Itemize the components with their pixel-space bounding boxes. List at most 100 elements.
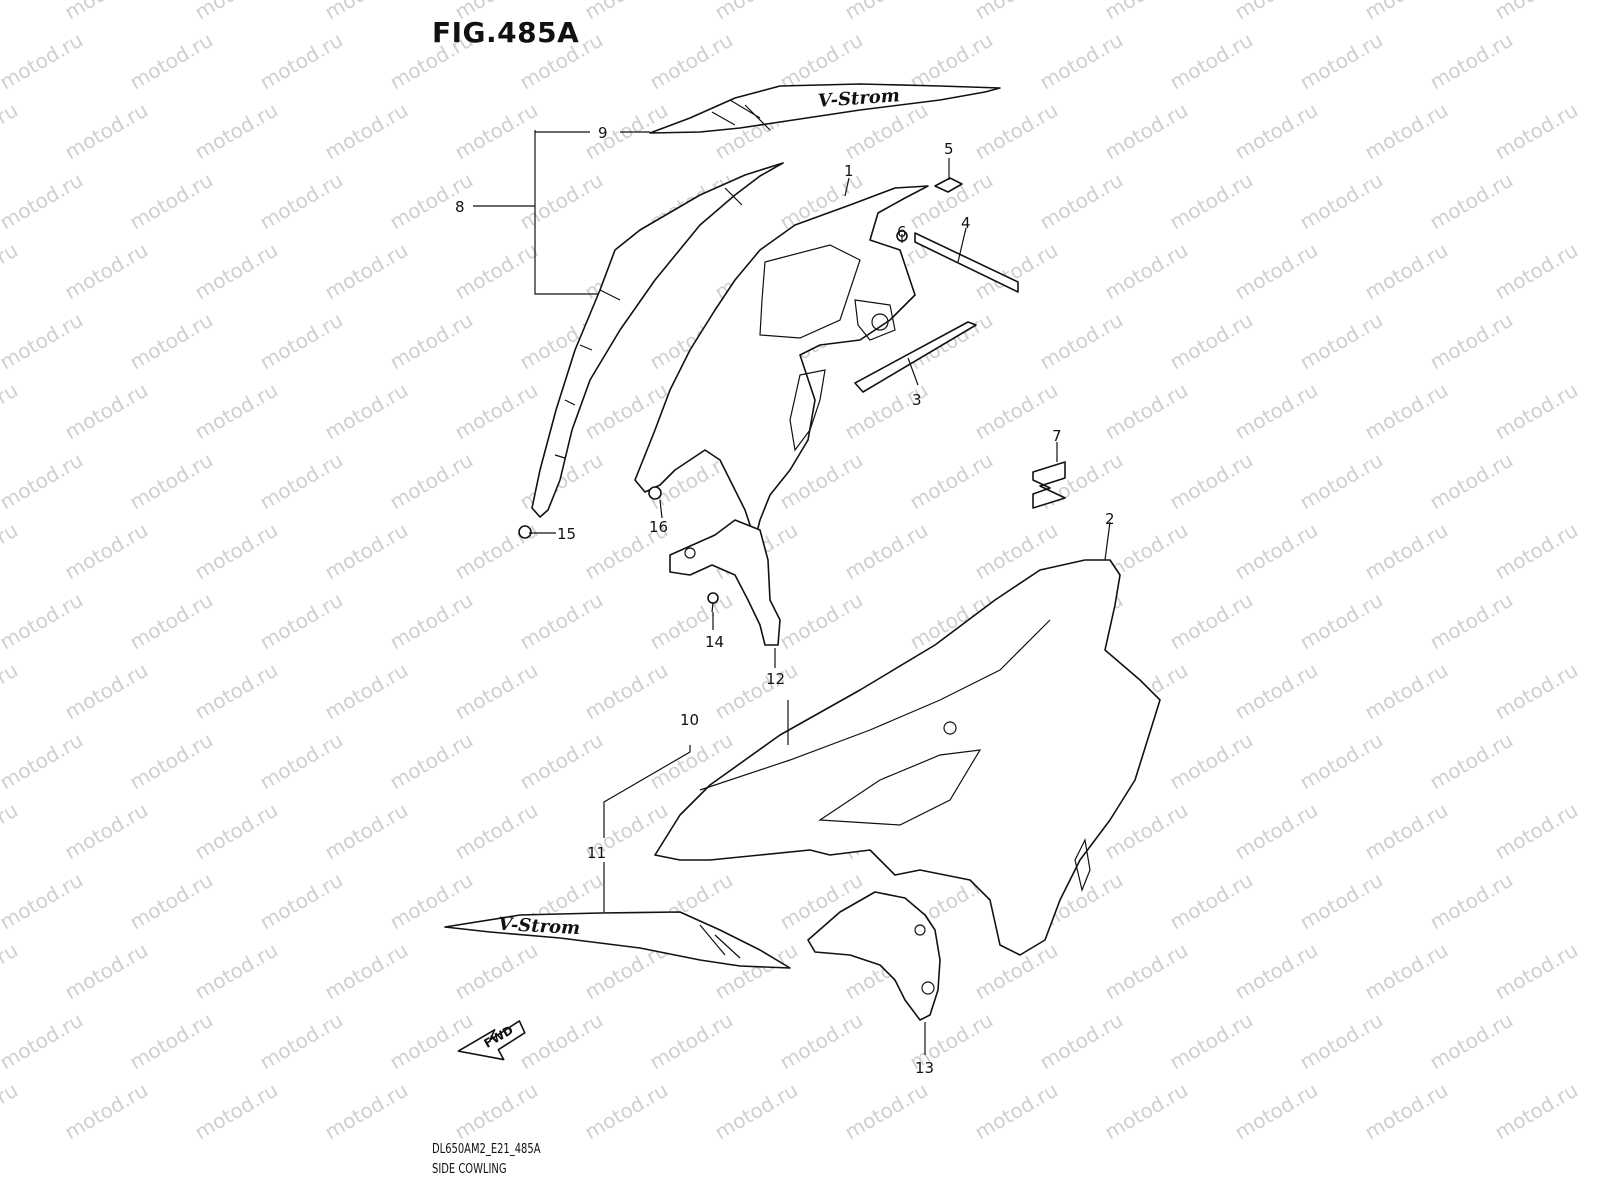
- watermark-text: motod.ru: [841, 518, 932, 585]
- part-5-pad: [934, 177, 963, 193]
- watermark-text: motod.ru: [451, 98, 542, 165]
- watermark-text: motod.ru: [191, 98, 282, 165]
- watermark-text: motod.ru: [1491, 938, 1582, 1005]
- watermark-text: motod.ru: [386, 728, 477, 795]
- watermark-text: motod.ru: [321, 798, 412, 865]
- part-15-clip: [518, 525, 532, 539]
- watermark-text: motod.ru: [61, 98, 152, 165]
- watermark-text: motod.ru: [1101, 378, 1192, 445]
- watermark-text: motod.ru: [0, 378, 22, 445]
- watermark-text: motod.ru: [451, 798, 542, 865]
- watermark-text: motod.ru: [906, 448, 997, 515]
- part-7-emblem: [1032, 461, 1066, 509]
- watermark-text: motod.ru: [1036, 308, 1127, 375]
- watermark-text: motod.ru: [1426, 588, 1517, 655]
- watermark-text: motod.ru: [1101, 98, 1192, 165]
- watermark-text: motod.ru: [321, 1078, 412, 1145]
- watermark-text: motod.ru: [1296, 28, 1387, 95]
- part-12-bracket: [669, 519, 781, 646]
- watermark-text: motod.ru: [0, 518, 22, 585]
- watermark-text: motod.ru: [1296, 308, 1387, 375]
- watermark-text: motod.ru: [0, 1008, 87, 1075]
- watermark-text: motod.ru: [581, 1078, 672, 1145]
- part-labels: 9 8 1 5 6 4 3 7 2 15 16 14 12 10 11 13: [455, 124, 1115, 1077]
- watermark-text: motod.ru: [321, 518, 412, 585]
- watermark-text: motod.ru: [126, 308, 217, 375]
- label-12: 12: [766, 670, 785, 688]
- watermark-text: motod.ru: [646, 1008, 737, 1075]
- watermark-text: motod.ru: [256, 868, 347, 935]
- part-3-strip: [854, 321, 977, 393]
- part-4-strip: [914, 232, 1019, 293]
- label-9: 9: [598, 124, 608, 142]
- figure-code: DL650AM2_E21_485A: [432, 1142, 541, 1157]
- leader-lines: [473, 130, 1111, 1055]
- watermark-text: motod.ru: [1166, 868, 1257, 935]
- watermark-text: motod.ru: [386, 308, 477, 375]
- label-15: 15: [557, 525, 576, 543]
- watermark-text: motod.ru: [1361, 238, 1452, 305]
- watermark-text: motod.ru: [971, 0, 1062, 24]
- watermark-text: motod.ru: [1491, 658, 1582, 725]
- watermark-text: motod.ru: [451, 1078, 542, 1145]
- watermark-text: motod.ru: [1231, 658, 1322, 725]
- watermark-text: motod.ru: [1296, 868, 1387, 935]
- watermark-text: motod.ru: [61, 938, 152, 1005]
- watermark-text: motod.ru: [776, 1008, 867, 1075]
- watermark-text: motod.ru: [1101, 0, 1192, 24]
- watermark-text: motod.ru: [1296, 168, 1387, 235]
- watermark-text: motod.ru: [971, 98, 1062, 165]
- watermark-text: motod.ru: [126, 728, 217, 795]
- figure-name: SIDE COWLING: [432, 1162, 507, 1177]
- watermark-text: motod.ru: [126, 168, 217, 235]
- part-13-bracket: [807, 891, 941, 1021]
- watermark-text: motod.ru: [321, 98, 412, 165]
- watermark-text: motod.ru: [0, 798, 22, 865]
- watermark-text: motod.ru: [1361, 518, 1452, 585]
- watermark-text: motod.ru: [451, 378, 542, 445]
- watermark-text: motod.ru: [711, 0, 802, 24]
- watermark-text: motod.ru: [256, 168, 347, 235]
- watermark-text: motod.ru: [906, 168, 997, 235]
- watermark-text: motod.ru: [906, 28, 997, 95]
- part-11-decal-lower: V-Strom: [444, 911, 791, 969]
- watermark-text: motod.ru: [321, 938, 412, 1005]
- watermark-text: motod.ru: [1166, 588, 1257, 655]
- watermark-text: motod.ru: [321, 0, 412, 24]
- watermark-text: motod.ru: [256, 728, 347, 795]
- part-14-screw: [707, 592, 719, 613]
- watermark-text: motod.ru: [1491, 238, 1582, 305]
- label-1: 1: [844, 162, 854, 180]
- watermark-text: motod.ru: [1231, 238, 1322, 305]
- watermark-text: motod.ru: [0, 308, 87, 375]
- label-14: 14: [705, 633, 724, 651]
- watermark-text: motod.ru: [1231, 798, 1322, 865]
- watermark-text: motod.ru: [841, 378, 932, 445]
- label-16: 16: [649, 518, 668, 536]
- watermark-text: motod.ru: [0, 0, 22, 24]
- watermark-text: motod.ru: [1361, 378, 1452, 445]
- label-11: 11: [587, 844, 606, 862]
- watermark-text: motod.ru: [711, 1078, 802, 1145]
- watermark-text: motod.ru: [1426, 28, 1517, 95]
- watermark-text: motod.ru: [256, 28, 347, 95]
- watermark-text: motod.ru: [1036, 28, 1127, 95]
- watermark-text: motod.ru: [971, 378, 1062, 445]
- label-10: 10: [680, 711, 699, 729]
- watermark-text: motod.ru: [1361, 658, 1452, 725]
- watermark-text: motod.ru: [61, 798, 152, 865]
- watermark-text: motod.ru: [776, 588, 867, 655]
- watermark-text: motod.ru: [516, 1008, 607, 1075]
- watermark-text: motod.ru: [1166, 28, 1257, 95]
- watermark-text: motod.ru: [0, 98, 22, 165]
- watermark-text: motod.ru: [191, 518, 282, 585]
- watermark-text: motod.ru: [126, 588, 217, 655]
- watermark-text: motod.ru: [1491, 798, 1582, 865]
- watermark-text: motod.ru: [0, 238, 22, 305]
- label-3: 3: [912, 391, 922, 409]
- watermark-text: motod.ru: [971, 1078, 1062, 1145]
- watermark-text: motod.ru: [1036, 168, 1127, 235]
- watermark-text: motod.ru: [451, 938, 542, 1005]
- watermark-text: motod.ru: [191, 0, 282, 24]
- watermark-text: motod.ru: [191, 798, 282, 865]
